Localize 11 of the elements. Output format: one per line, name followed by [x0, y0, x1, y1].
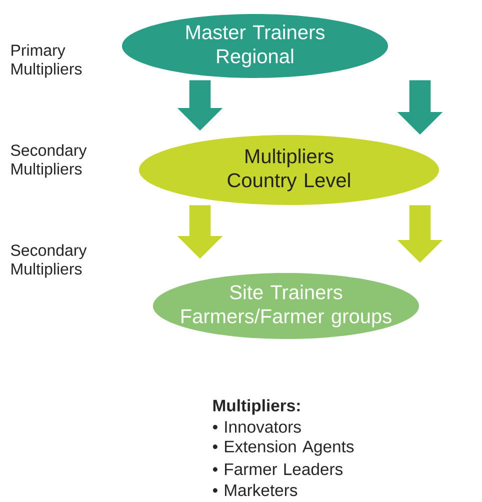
list-item: • Farmer Leaders — [212, 462, 343, 476]
side-label: Primary Multipliers — [12, 44, 82, 78]
ellipse-node: Master Trainers Regional — [122, 14, 388, 78]
list-heading: Multipliers: — [213, 399, 300, 415]
list-item: • Extension Agents — [212, 440, 354, 456]
list-item: • Marketers — [212, 484, 298, 496]
ellipse-node: Site Trainers Farmers/Farmer groups — [153, 273, 419, 339]
side-label: Secondary Multipliers — [11, 244, 87, 278]
ellipse-node: Multipliers Country Level — [139, 135, 439, 205]
list-item: • Innovators — [212, 421, 301, 433]
side-label: Secondary Multipliers — [11, 144, 87, 178]
